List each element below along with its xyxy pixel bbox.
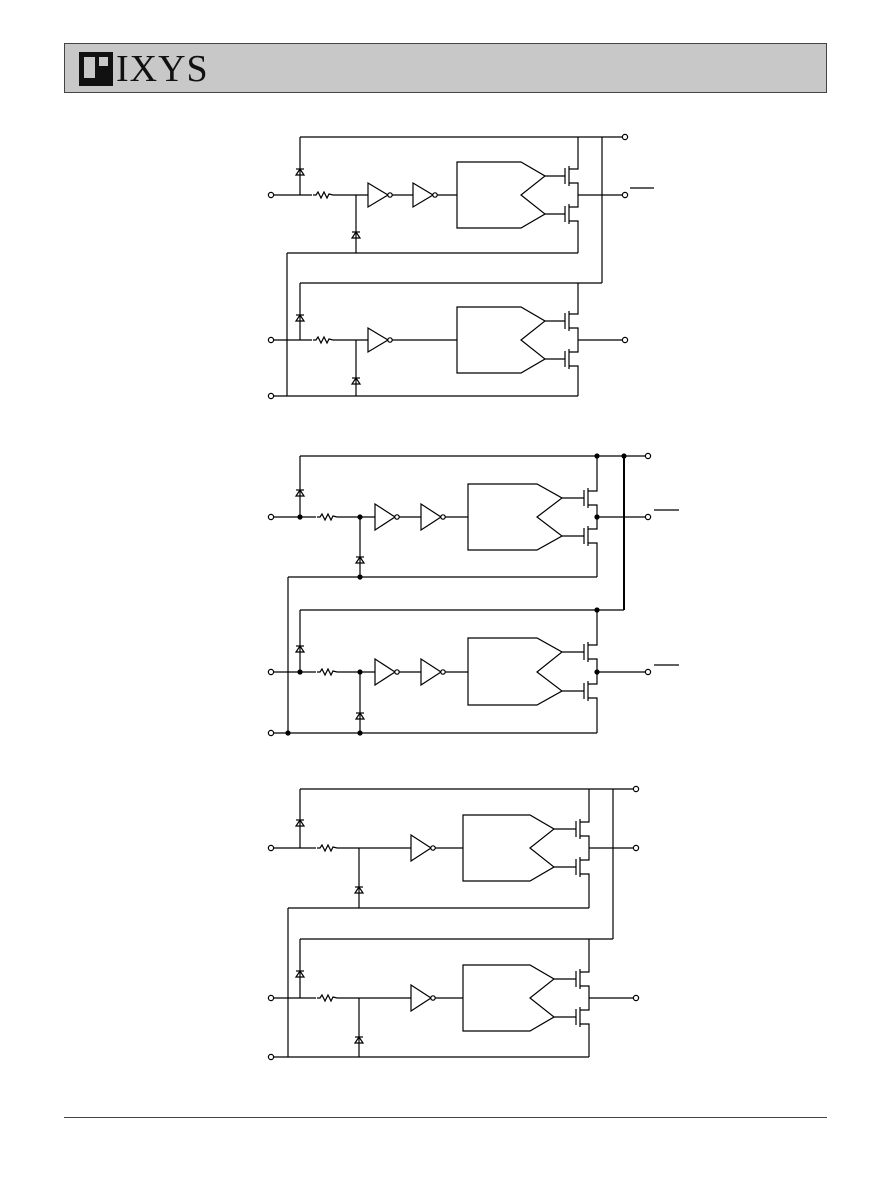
resistor-icon bbox=[316, 844, 338, 852]
brand-name: IXYS bbox=[116, 48, 209, 90]
brand-logo: IXYS bbox=[79, 48, 209, 90]
circuit-1 bbox=[267, 133, 654, 400]
resistor-icon bbox=[316, 513, 338, 521]
resistor-icon bbox=[316, 668, 338, 676]
resistor-icon bbox=[316, 994, 338, 1002]
resistor-icon bbox=[312, 336, 334, 344]
circuit-2 bbox=[267, 452, 679, 737]
circuit-3 bbox=[267, 785, 640, 1061]
page-header: IXYS bbox=[64, 43, 827, 93]
footer-divider bbox=[64, 1117, 827, 1118]
resistor-icon bbox=[312, 191, 334, 199]
ixys-logo-icon bbox=[79, 52, 113, 86]
